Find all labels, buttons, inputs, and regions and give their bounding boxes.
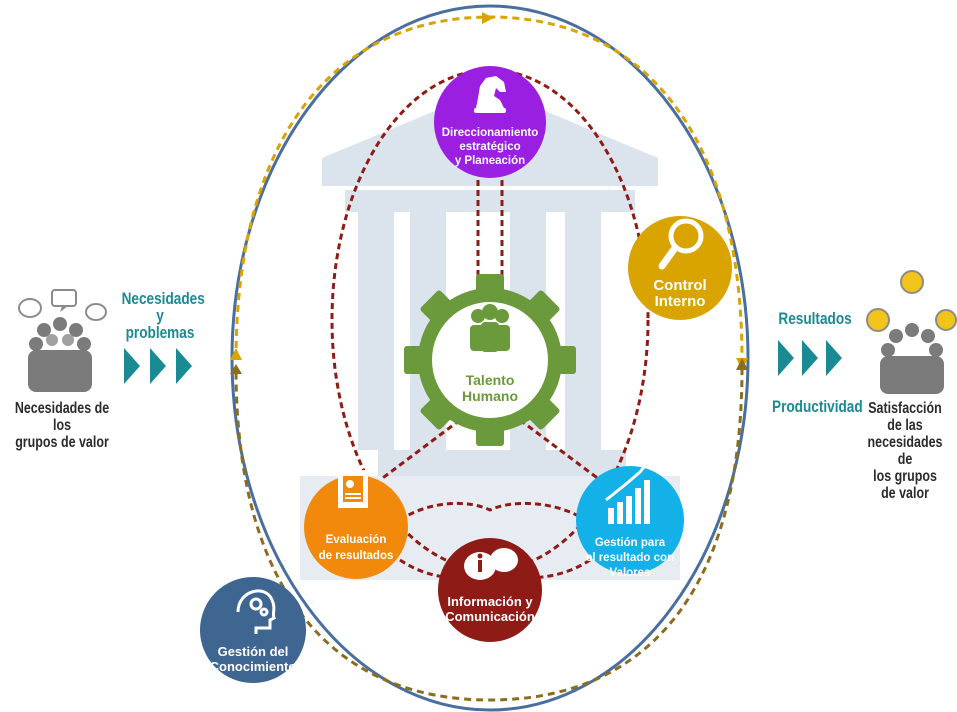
label-gestion-resultado: Gestión para el resultado con Valores xyxy=(585,537,675,579)
label-informacion: Información y Comunicación xyxy=(445,594,535,624)
chat-icon xyxy=(464,548,518,580)
left-flow-label: Necesidades y problemas xyxy=(121,289,205,342)
head-gears-icon xyxy=(236,589,277,634)
arrowhead-right-up xyxy=(736,358,748,370)
node-informacion[interactable] xyxy=(438,538,542,642)
label-conocimiento: Gestión del Conocimiento xyxy=(209,644,297,674)
team-icon xyxy=(470,304,510,352)
right-crowd-icon xyxy=(866,270,957,394)
arrowhead-left-up xyxy=(230,364,242,374)
left-flow-arrows xyxy=(124,348,192,384)
left-group-label: Necesidades de los grupos de valor xyxy=(14,400,110,451)
right-flow-arrows xyxy=(778,340,842,376)
node-direccionamiento[interactable] xyxy=(434,66,546,178)
label-evaluacion: Evaluación de resultados xyxy=(318,534,394,562)
label-control-interno: Control Interno xyxy=(653,277,707,310)
node-control-interno[interactable] xyxy=(628,216,732,320)
node-talento-humano[interactable] xyxy=(404,274,576,446)
left-crowd-icon xyxy=(18,289,107,392)
label-talento-humano: Talento Humano xyxy=(462,372,518,404)
magnifier-icon xyxy=(658,218,704,270)
label-direccionamiento: Direccionamiento estratégico y Planeació… xyxy=(441,127,539,167)
right-group-label: Satisfacción de las necesidades de los g… xyxy=(867,400,943,502)
node-evaluacion[interactable] xyxy=(304,470,408,579)
node-gestion-resultado[interactable] xyxy=(576,456,684,574)
cycle-arrow-bottom xyxy=(234,367,744,702)
right-flow-label-bottom: Productividad xyxy=(772,397,863,416)
arrowhead-top xyxy=(482,12,494,24)
arrowhead-left xyxy=(230,348,242,360)
report-icon xyxy=(338,470,368,508)
right-flow-label-top: Resultados xyxy=(778,309,852,328)
growth-chart-icon xyxy=(605,456,652,524)
chess-knight-icon xyxy=(474,76,506,113)
node-conocimiento[interactable] xyxy=(200,577,306,683)
